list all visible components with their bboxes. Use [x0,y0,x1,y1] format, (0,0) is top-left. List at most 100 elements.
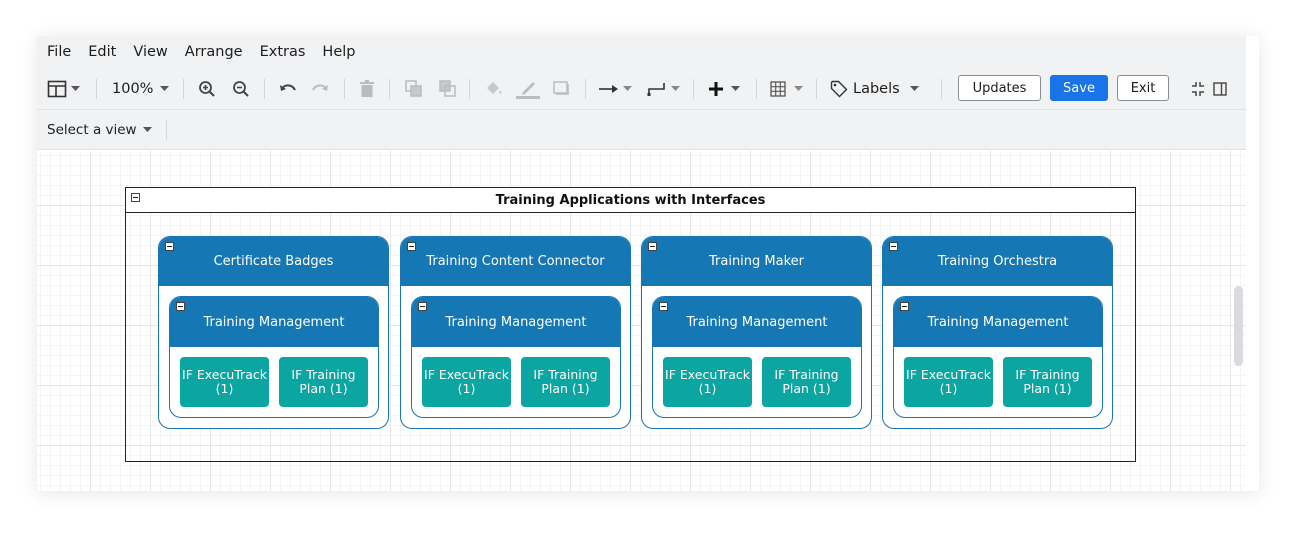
app-container[interactable]: Training Maker Training Management IF Ex… [641,236,872,429]
toolbar-divider [183,79,184,99]
connection-style-button[interactable] [599,67,632,110]
redo-button[interactable] [310,67,330,110]
viewbar-divider [165,119,167,140]
tag-icon [830,80,848,97]
chevron-down-icon [671,85,680,91]
menu-bar: File Edit View Arrange Extras Help [37,36,1246,67]
chevron-down-icon [71,85,80,91]
arrow-right-icon [599,84,618,93]
app-container[interactable]: Training Content Connector Training Mana… [400,236,631,429]
diagram-editor-window: File Edit View Arrange Extras Help 100% [37,36,1259,491]
interface-box[interactable]: IF ExecuTrack (1) [904,357,993,407]
interface-box[interactable]: IF ExecuTrack (1) [180,357,269,407]
waypoints-button[interactable] [647,67,680,110]
toolbar-divider [816,79,817,99]
chevron-down-icon [794,85,803,91]
labels-label: Labels [853,80,900,97]
view-select-label: Select a view [47,121,137,138]
collapse-button[interactable] [1192,67,1204,110]
view-select[interactable]: Select a view [47,122,152,138]
shadow-button[interactable] [553,67,571,110]
zoom-select[interactable]: 100% [112,67,170,110]
diagram-title: Training Applications with Interfaces [126,188,1135,213]
app-name: Training Orchestra [883,237,1112,286]
app-container[interactable]: Certificate Badges Training Management I… [158,236,389,429]
interface-box[interactable]: IF ExecuTrack (1) [663,357,752,407]
undo-button[interactable] [278,67,298,110]
toggle-sidebar-button[interactable] [1213,67,1227,110]
toolbar-divider [693,79,694,99]
save-button[interactable]: Save [1050,75,1108,101]
shadow-icon [553,80,569,95]
zoom-in-button[interactable] [198,67,216,110]
group-container[interactable]: Training Management IF ExecuTrack (1) IF… [893,296,1103,418]
group-name: Training Management [894,297,1102,347]
zoom-out-button[interactable] [232,67,250,110]
collapse-icon[interactable] [900,302,909,311]
view-bar: Select a view [37,110,1246,150]
interface-box[interactable]: IF Training Plan (1) [279,357,368,407]
interface-box[interactable]: IF Training Plan (1) [521,357,610,407]
app-name: Certificate Badges [159,237,388,286]
toolbar-divider [469,79,470,99]
app-container[interactable]: Training Orchestra Training Management I… [882,236,1113,429]
layout-panel-icon [47,80,67,97]
menu-extras[interactable]: Extras [259,43,306,60]
paint-bucket-icon [487,81,502,94]
zoom-level: 100% [112,80,154,97]
toolbar-divider [344,79,345,99]
bring-to-front-icon [405,79,422,97]
labels-dropdown[interactable]: Labels [830,67,919,110]
collapse-icon[interactable] [659,302,668,311]
toolbar: 100% [37,67,1246,110]
to-back-button[interactable] [439,67,457,110]
interface-box[interactable]: IF ExecuTrack (1) [422,357,511,407]
interface-box[interactable]: IF Training Plan (1) [762,357,851,407]
collapse-icon[interactable] [889,242,898,251]
group-container[interactable]: Training Management IF ExecuTrack (1) IF… [169,296,379,418]
collapse-icon[interactable] [407,242,416,251]
toolbar-divider [389,79,390,99]
zoom-out-icon [233,80,249,97]
toolbar-divider [941,79,942,99]
menu-edit[interactable]: Edit [88,43,117,60]
line-color-button[interactable] [515,67,541,110]
collapse-icon[interactable] [418,302,427,311]
group-name: Training Management [653,297,861,347]
to-front-button[interactable] [405,67,423,110]
menu-arrange[interactable]: Arrange [184,43,243,60]
toolbar-divider [96,79,97,99]
vertical-scrollbar[interactable] [1234,286,1243,366]
updates-button[interactable]: Updates [958,75,1041,101]
collapse-icon[interactable] [131,193,140,202]
interface-box[interactable]: IF Training Plan (1) [1003,357,1092,407]
group-name: Training Management [412,297,620,347]
fill-color-button[interactable] [484,67,504,110]
delete-button[interactable] [359,67,375,110]
diagram-container[interactable]: Training Applications with Interfaces [125,187,1136,462]
collapse-icon[interactable] [176,302,185,311]
toolbar-divider [756,79,757,99]
format-panel-toggle[interactable] [47,67,80,110]
menu-help[interactable]: Help [322,43,356,60]
chevron-down-icon [623,85,632,91]
app-name: Training Content Connector [401,237,630,286]
undo-icon [280,83,296,91]
collapse-icon[interactable] [648,242,657,251]
chevron-down-icon [142,126,152,132]
table-button[interactable] [770,67,803,110]
menu-view[interactable]: View [133,43,168,60]
chevron-down-icon [731,85,740,91]
collapse-icon[interactable] [165,242,174,251]
toolbar-divider [264,79,265,99]
plus-icon [709,81,723,96]
insert-button[interactable] [708,67,740,110]
send-to-back-icon [439,79,456,97]
exit-button[interactable]: Exit [1117,75,1169,101]
pen-icon [516,81,540,99]
sidebar-icon [1213,81,1227,96]
menu-file[interactable]: File [47,43,72,60]
chevron-down-icon [160,85,170,91]
group-container[interactable]: Training Management IF ExecuTrack (1) IF… [411,296,621,418]
group-container[interactable]: Training Management IF ExecuTrack (1) IF… [652,296,862,418]
